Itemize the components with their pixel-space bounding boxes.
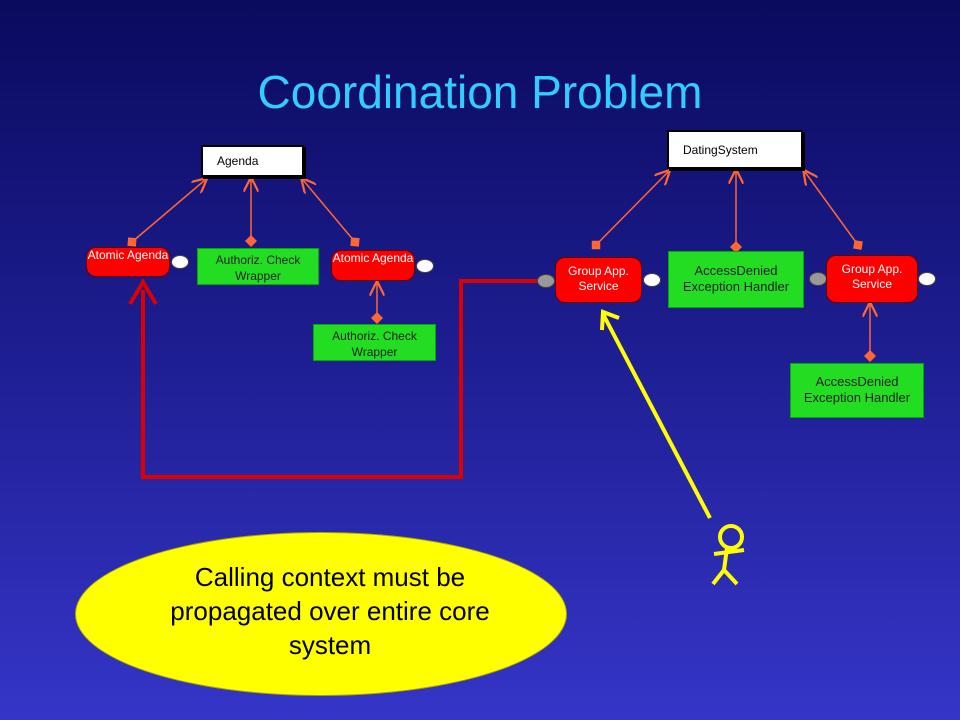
agenda-label: Agenda (217, 154, 259, 168)
group-app-service-2-port-left (809, 272, 827, 286)
callout-ellipse (75, 532, 567, 696)
atomic-agenda-2: Atomic Agenda (331, 250, 415, 281)
actor-arrowhead (600, 309, 620, 331)
calling-context-arrowhead (128, 278, 158, 306)
agenda-box: Agenda (201, 145, 304, 177)
atomic-agenda-1-port (171, 255, 189, 269)
access-denied-handler-2-label: AccessDenied Exception Handler (803, 374, 911, 405)
access-denied-handler-1: AccessDenied Exception Handler (668, 251, 804, 308)
actor-arrow (601, 313, 712, 519)
group-app-service-2-port-right (918, 272, 936, 286)
group-app-service-2-label: Group App. Service (841, 262, 903, 291)
group-app-service-1-label: Group App. Service (568, 264, 629, 293)
authoriz-wrapper-1-label: Authoriz. Check Wrapper (215, 253, 301, 283)
access-denied-handler-1-label: AccessDenied Exception Handler (682, 263, 790, 294)
datingsystem-box: DatingSystem (667, 130, 803, 169)
group-app-service-1-port-left (537, 274, 555, 288)
access-denied-handler-2: AccessDenied Exception Handler (790, 363, 924, 418)
callout-text: Calling context must be propagated over … (170, 562, 490, 660)
slide-title: Coordination Problem (257, 66, 703, 118)
authoriz-wrapper-2: Authoriz. Check Wrapper (313, 324, 436, 361)
group-app-service-1: Group App. Service (555, 257, 642, 303)
connector-agenda-atomic1 (132, 180, 205, 242)
connector-dating-gas2 (805, 172, 858, 245)
group-app-service-1-port-right (643, 273, 661, 287)
authoriz-wrapper-1: Authoriz. Check Wrapper (197, 248, 319, 285)
atomic-agenda-2-port (416, 259, 434, 273)
atomic-agenda-2-label: Atomic Agenda (332, 251, 414, 265)
atomic-agenda-1: Atomic Agenda (86, 247, 170, 277)
connector-agenda-atomic2 (303, 180, 355, 242)
authoriz-wrapper-2-label: Authoriz. Check Wrapper (332, 329, 417, 359)
atomic-agenda-1-label: Atomic Agenda (87, 248, 169, 262)
connector-dating-gas1 (596, 172, 668, 245)
actor-icon (711, 524, 745, 586)
calling-context-path (141, 279, 540, 479)
datingsystem-label: DatingSystem (683, 143, 758, 157)
group-app-service-2: Group App. Service (826, 255, 918, 303)
